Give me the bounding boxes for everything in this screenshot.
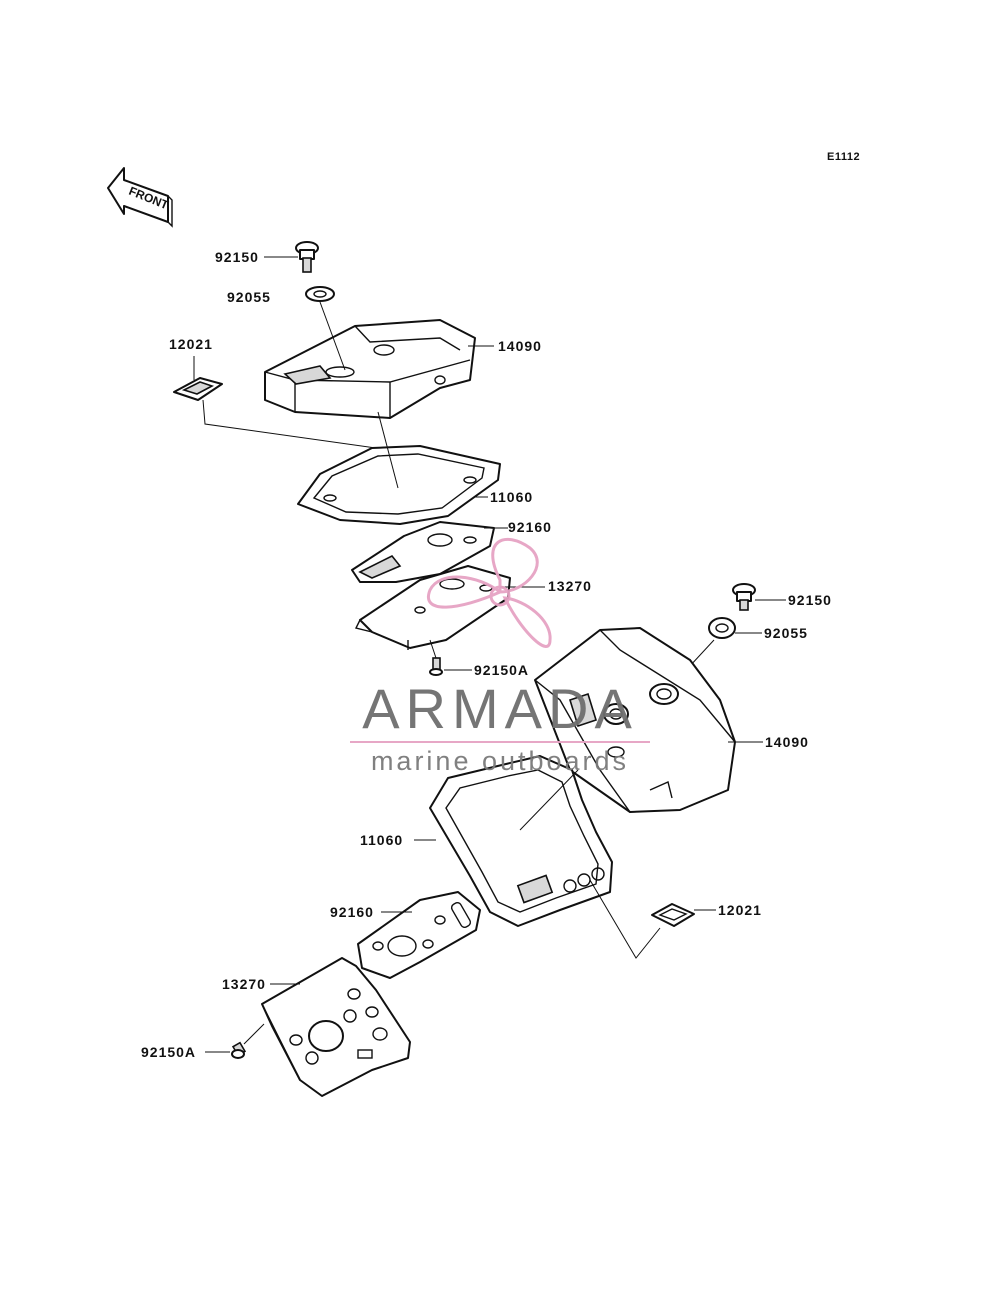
bolt-92150A-upper bbox=[429, 657, 443, 676]
label-12021-upper: 12021 bbox=[169, 336, 213, 352]
watermark-title: ARMADA bbox=[362, 677, 638, 740]
bracket-13270-lower bbox=[261, 957, 411, 1097]
label-11060-lower: 11060 bbox=[360, 832, 403, 848]
label-92055-lower: 92055 bbox=[764, 625, 808, 641]
label-13270-upper: 13270 bbox=[548, 578, 592, 594]
gasket-11060-lower bbox=[429, 755, 613, 927]
plate-92160-lower bbox=[357, 891, 481, 979]
plate-92160-upper bbox=[351, 521, 495, 583]
cover-14090-upper bbox=[264, 319, 476, 419]
watermark: ARMADA marine outboards bbox=[350, 538, 650, 776]
label-14090-upper: 14090 bbox=[498, 338, 542, 354]
bolt-92150A-lower bbox=[231, 1041, 247, 1059]
label-92150A-upper: 92150A bbox=[474, 662, 529, 678]
label-14090-lower: 14090 bbox=[765, 734, 809, 750]
front-arrow-icon: FRONT bbox=[107, 167, 173, 228]
washer-92055-upper bbox=[305, 286, 335, 302]
washer-92055-lower bbox=[708, 617, 736, 639]
pad-12021-upper bbox=[173, 377, 223, 401]
watermark-subtitle: marine outboards bbox=[371, 746, 629, 776]
pad-12021-lower bbox=[651, 903, 695, 927]
gasket-11060-upper bbox=[297, 445, 501, 525]
label-92150-upper: 92150 bbox=[215, 249, 259, 265]
label-92150A-lower: 92150A bbox=[141, 1044, 196, 1060]
propeller-logo-icon bbox=[426, 538, 552, 648]
label-92160-upper: 92160 bbox=[508, 519, 552, 535]
label-92055-upper: 92055 bbox=[227, 289, 271, 305]
label-92160-lower: 92160 bbox=[330, 904, 374, 920]
label-13270-lower: 13270 bbox=[222, 976, 266, 992]
label-12021-lower: 12021 bbox=[718, 902, 762, 918]
label-11060-upper: 11060 bbox=[490, 489, 533, 505]
bolt-92150-lower bbox=[732, 583, 756, 611]
bolt-92150-upper bbox=[295, 241, 319, 273]
diagram-code: E1112 bbox=[827, 151, 860, 163]
label-92150-lower: 92150 bbox=[788, 592, 832, 608]
cover-14090-lower bbox=[534, 627, 736, 813]
